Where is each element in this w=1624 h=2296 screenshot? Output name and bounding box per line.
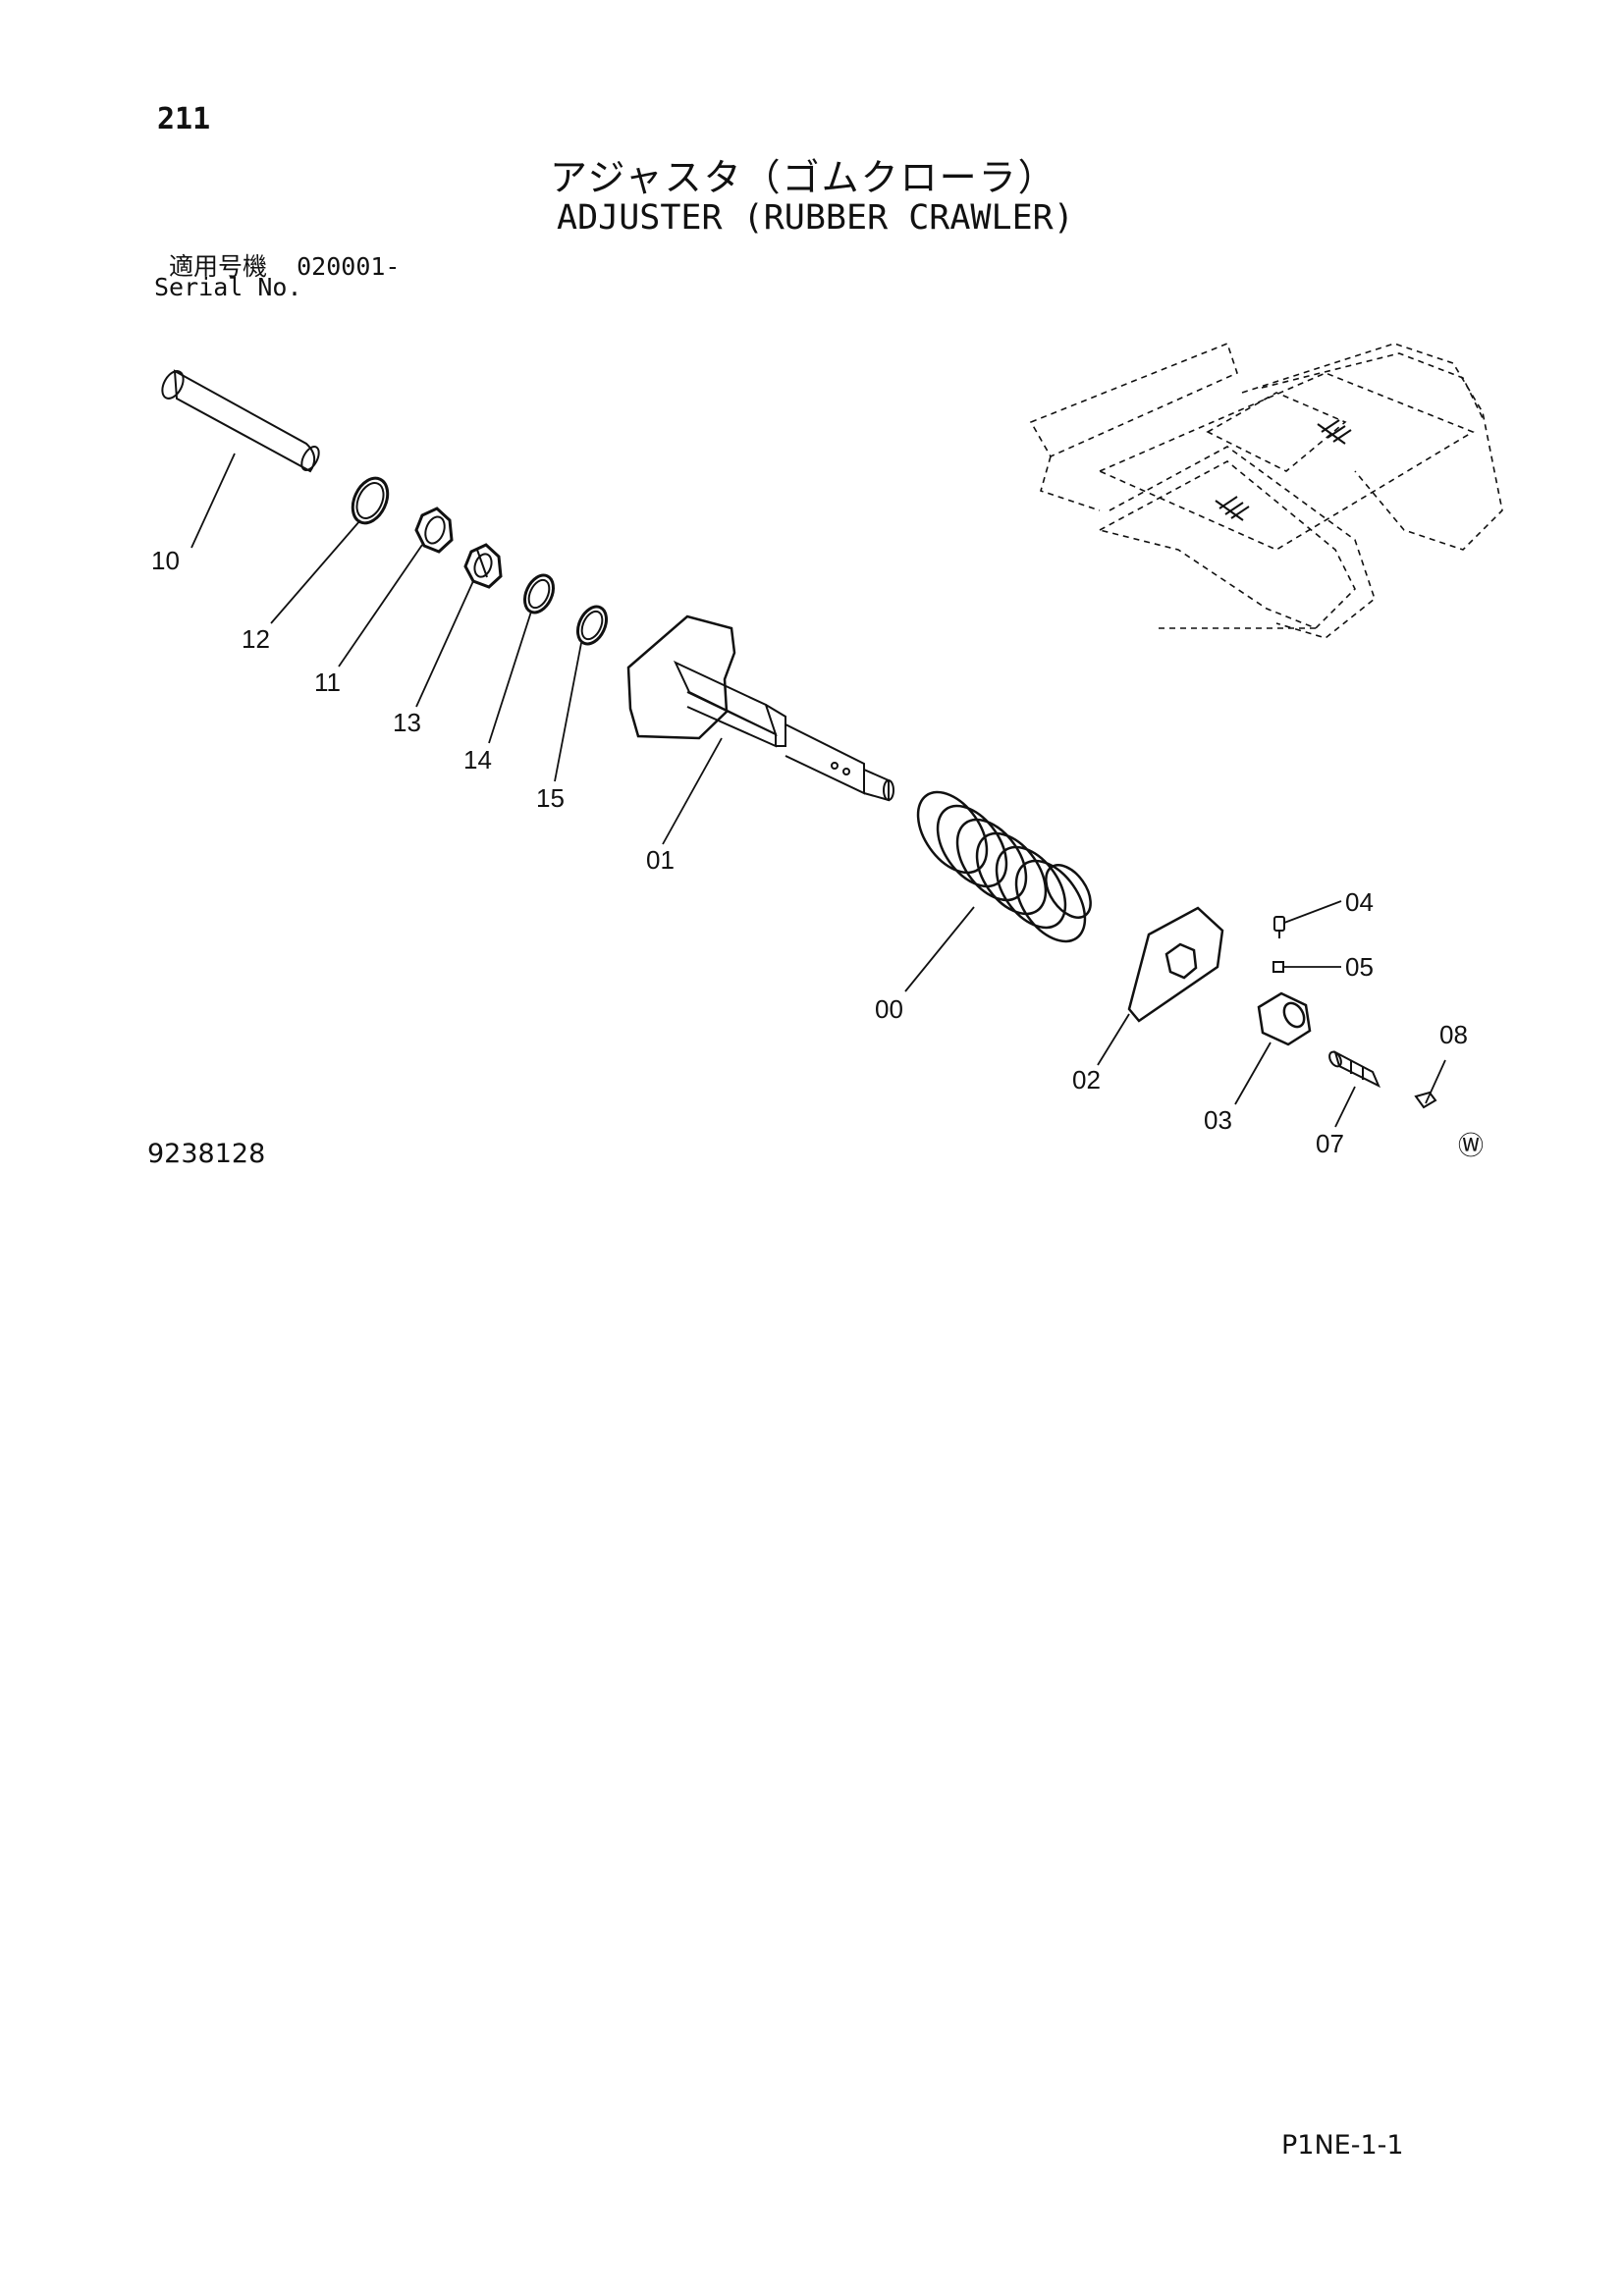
w-marker: Ⓦ — [1458, 1131, 1484, 1160]
figure-number: 9238128 — [147, 1139, 266, 1169]
part-04-bolt — [1273, 916, 1285, 938]
part-15-ring — [575, 605, 609, 646]
serial-range: 020001- — [297, 252, 401, 281]
callout-02: 02 — [1072, 1065, 1101, 1095]
parts-diagram: 10 12 11 13 14 15 01 00 02 03 04 05 07 0… — [151, 342, 1503, 1160]
part-07-grease-fitting — [1328, 1050, 1380, 1089]
title-english: ADJUSTER (RUBBER CRAWLER) — [557, 198, 1074, 238]
callout-13: 13 — [393, 708, 421, 737]
part-01-rod — [626, 614, 894, 802]
part-05-insert — [1272, 961, 1284, 973]
leader-lines — [190, 453, 1446, 1128]
part-14-ring — [522, 573, 556, 614]
serial-label-jp: 適用号機 — [169, 252, 268, 281]
callout-14: 14 — [463, 745, 492, 774]
callout-04: 04 — [1345, 887, 1374, 917]
page-number: 211 — [157, 102, 211, 136]
callout-01: 01 — [646, 845, 675, 875]
serial-label-japanese: 適用号機 020001- — [169, 247, 400, 283]
callout-11: 11 — [314, 667, 341, 697]
callout-00: 00 — [875, 994, 903, 1024]
title-japanese: アジャスタ（ゴムクローラ） — [550, 156, 1057, 199]
callout-12: 12 — [242, 624, 270, 654]
part-08-cap — [1414, 1091, 1437, 1109]
callout-05: 05 — [1345, 952, 1374, 982]
undercarriage-inset — [1029, 342, 1503, 639]
part-10-pin — [161, 369, 320, 473]
callout-labels: 10 12 11 13 14 15 01 00 02 03 04 05 07 0… — [151, 546, 1484, 1160]
callout-15: 15 — [536, 783, 565, 813]
inset-adjusters — [1215, 419, 1352, 521]
callout-07: 07 — [1316, 1129, 1344, 1158]
part-11-nut — [414, 507, 454, 554]
callout-08: 08 — [1439, 1020, 1468, 1049]
callout-10: 10 — [151, 546, 180, 575]
part-00-spring — [916, 790, 1092, 943]
page-code: P1NE-1-1 — [1281, 2130, 1404, 2161]
serial-label-english: Serial No. — [154, 273, 302, 301]
part-02-bracket — [1127, 906, 1224, 1023]
part-13-lock-washer — [463, 543, 503, 589]
part-12-snap-ring — [351, 476, 390, 525]
part-03-hex-nut — [1257, 991, 1312, 1046]
callout-03: 03 — [1204, 1105, 1232, 1135]
